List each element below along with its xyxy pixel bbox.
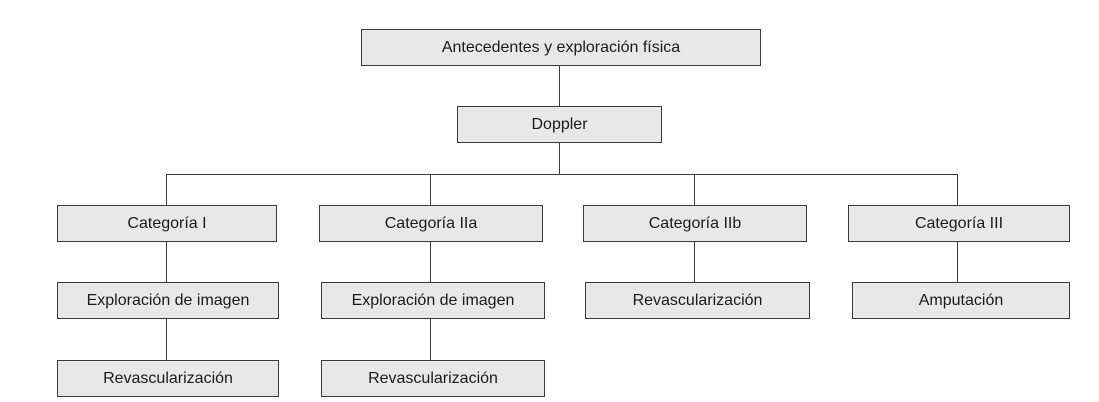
connector-branch-to-category-1 (166, 174, 168, 205)
connector-branch-to-category-3 (957, 174, 959, 205)
connector-category-1-to-step-1 (166, 242, 168, 282)
node-history-and-exam: Antecedentes y exploración física (361, 29, 761, 66)
node-category-2a-imaging: Exploración de imagen (321, 282, 545, 319)
node-category-2b-revascularization: Revascularización (585, 282, 810, 319)
node-category-3-amputation: Amputación (852, 282, 1070, 319)
node-category-2a: Categoría IIa (319, 205, 543, 242)
connector-category-2b-to-step-1 (694, 242, 696, 282)
node-category-2b: Categoría IIb (583, 205, 807, 242)
node-category-2a-revascularization: Revascularización (321, 360, 545, 397)
connector-doppler-to-branch (559, 143, 561, 175)
connector-category-1-step-1-to-step-2 (166, 319, 168, 360)
connector-branch-bar (166, 174, 958, 176)
connector-root-to-doppler (559, 66, 561, 106)
node-doppler: Doppler (457, 106, 662, 143)
connector-category-3-to-step-1 (957, 242, 959, 282)
connector-branch-to-category-2b (694, 174, 696, 205)
connector-category-2a-step-1-to-step-2 (430, 319, 432, 360)
node-category-3: Categoría III (848, 205, 1070, 242)
connector-category-2a-to-step-1 (430, 242, 432, 282)
node-category-1-revascularization: Revascularización (57, 360, 279, 397)
node-category-1-imaging: Exploración de imagen (57, 282, 279, 319)
node-category-1: Categoría I (57, 205, 277, 242)
connector-branch-to-category-2a (430, 174, 432, 205)
